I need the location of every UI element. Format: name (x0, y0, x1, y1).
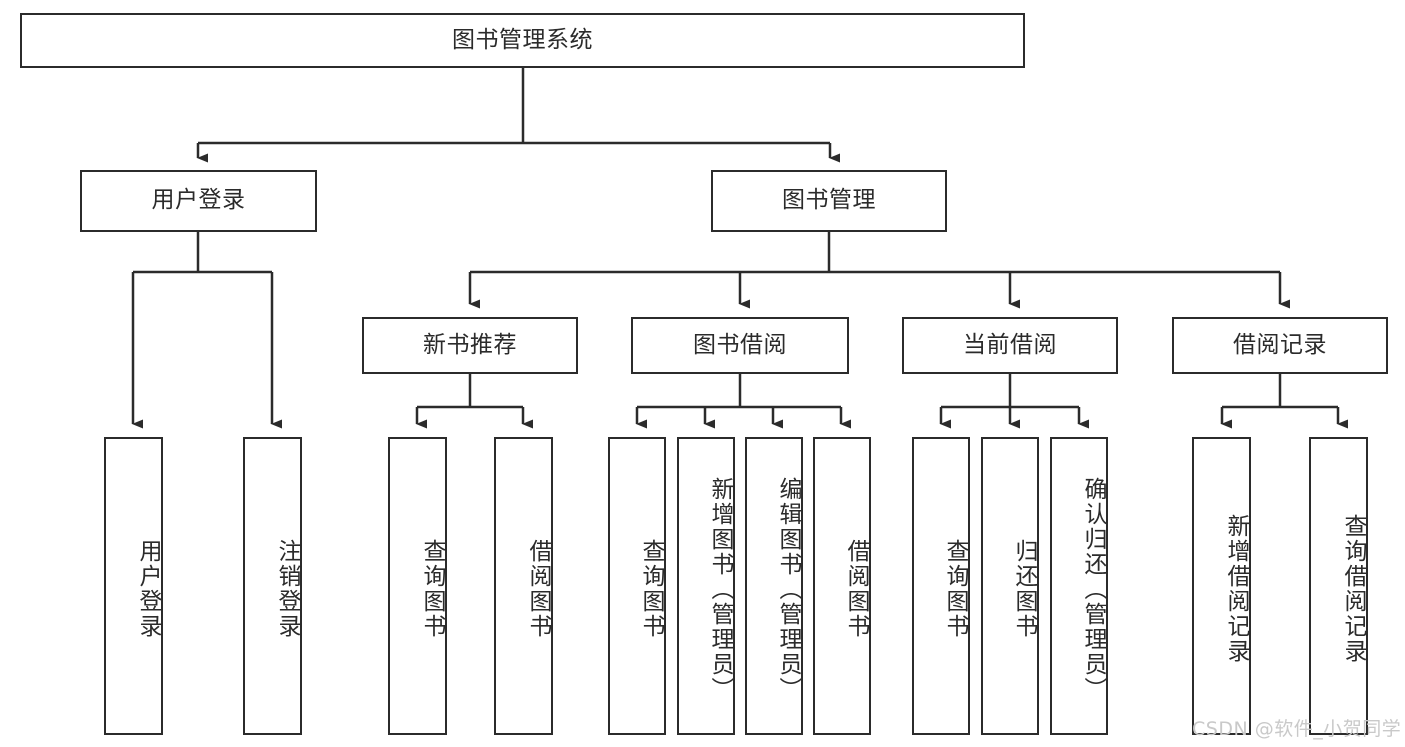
node-book-management[interactable]: 图书管理 (711, 170, 947, 232)
node-label: 查询图书 (419, 539, 445, 639)
node-label: 图书管理系统 (452, 26, 593, 53)
node-new-book-recommendation[interactable]: 新书推荐 (362, 317, 578, 374)
leaf-user-login[interactable]: 用户登录 (104, 437, 163, 735)
node-label: 确认归还（管理员） (1080, 476, 1106, 702)
node-label: 编辑图书（管理员） (775, 476, 801, 702)
node-label: 归还图书 (1011, 539, 1037, 639)
node-label: 查询借阅记录 (1340, 514, 1366, 664)
leaf-borrow-book-newbook[interactable]: 借阅图书 (494, 437, 553, 735)
leaf-logout[interactable]: 注销登录 (243, 437, 302, 735)
leaf-query-book-borrow[interactable]: 查询图书 (608, 437, 666, 735)
node-label: 当前借阅 (963, 331, 1057, 358)
leaf-confirm-return-admin[interactable]: 确认归还（管理员） (1050, 437, 1108, 735)
leaf-query-book-current[interactable]: 查询图书 (912, 437, 970, 735)
node-label: 图书管理 (782, 187, 876, 214)
csdn-watermark: CSDN @软件_小贺同学 (1192, 718, 1402, 740)
leaf-borrow-book[interactable]: 借阅图书 (813, 437, 871, 735)
leaf-query-book-newbook[interactable]: 查询图书 (388, 437, 447, 735)
node-current-borrowing[interactable]: 当前借阅 (902, 317, 1118, 374)
node-label: 用户登录 (151, 187, 246, 214)
node-label: 借阅图书 (843, 539, 869, 639)
leaf-return-book[interactable]: 归还图书 (981, 437, 1039, 735)
leaf-edit-book-admin[interactable]: 编辑图书（管理员） (745, 437, 803, 735)
node-label: 新增图书（管理员） (707, 476, 733, 702)
leaf-add-borrow-record[interactable]: 新增借阅记录 (1192, 437, 1251, 735)
node-label: 注销登录 (274, 539, 300, 639)
node-label: 新增借阅记录 (1223, 514, 1249, 664)
node-user-login[interactable]: 用户登录 (80, 170, 317, 232)
leaf-query-borrow-record[interactable]: 查询借阅记录 (1309, 437, 1368, 735)
node-root-book-management-system[interactable]: 图书管理系统 (20, 13, 1025, 68)
node-label: 借阅图书 (525, 539, 551, 639)
node-label: 查询图书 (638, 539, 664, 639)
node-label: 借阅记录 (1233, 331, 1327, 358)
node-book-borrowing[interactable]: 图书借阅 (631, 317, 849, 374)
leaf-add-book-admin[interactable]: 新增图书（管理员） (677, 437, 735, 735)
node-label: 图书借阅 (693, 331, 787, 358)
node-borrowing-record[interactable]: 借阅记录 (1172, 317, 1388, 374)
node-label: 查询图书 (942, 539, 968, 639)
node-label: 用户登录 (135, 539, 161, 639)
node-label: 新书推荐 (423, 331, 517, 358)
